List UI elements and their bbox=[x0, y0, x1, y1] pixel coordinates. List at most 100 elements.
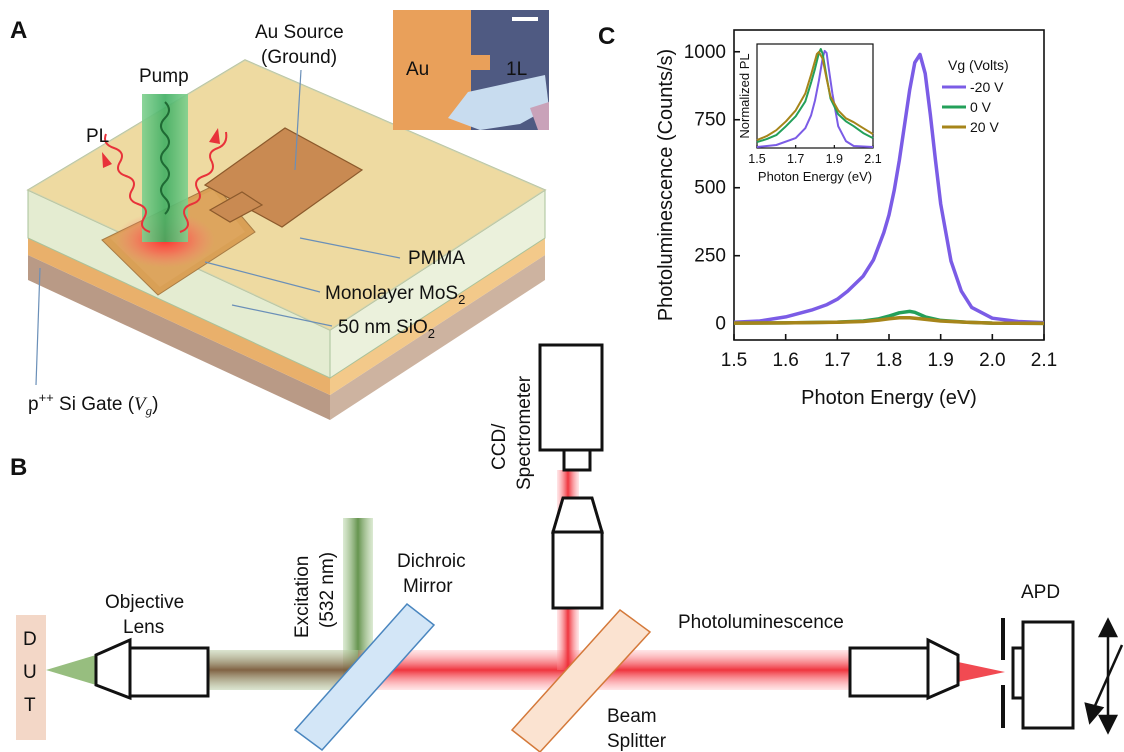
micrograph-inset: Au 1L bbox=[393, 10, 549, 130]
ccd-label-2: Spectrometer bbox=[514, 375, 535, 490]
apd-detector bbox=[1001, 618, 1075, 730]
legend-entry: -20 V bbox=[970, 79, 1004, 95]
objective-lens-body bbox=[128, 646, 210, 698]
main-ylabel: Photoluminescence (Counts/s) bbox=[655, 49, 677, 321]
mos2-label: Monolayer MoS2 bbox=[325, 283, 465, 307]
inset-xtick-label: 1.5 bbox=[748, 152, 765, 166]
panel-b: B D U T Objective Lens Excitation (532 n… bbox=[10, 343, 1124, 752]
ccd-port bbox=[562, 448, 592, 472]
objective-lens bbox=[94, 637, 210, 701]
pl-beam-to-apd bbox=[958, 662, 1005, 682]
inset-ylabel: Normalized PL bbox=[737, 53, 752, 138]
main-xtick-label: 2.1 bbox=[1031, 350, 1057, 371]
micrograph-au-finger bbox=[471, 55, 490, 70]
si-substrate-right bbox=[330, 255, 545, 420]
inset-xtick-label: 2.1 bbox=[864, 152, 881, 166]
objective-label-1: Objective bbox=[105, 592, 184, 613]
gate-leader bbox=[35, 267, 41, 386]
sio2-leader bbox=[231, 304, 333, 327]
diagonal-arrow-line bbox=[1092, 644, 1124, 709]
focus-cone bbox=[46, 655, 96, 685]
dut-block bbox=[16, 615, 46, 740]
main-series-0 bbox=[733, 52, 1045, 325]
pmma-leader bbox=[299, 237, 401, 259]
pl-label: PL bbox=[86, 126, 109, 147]
dut-letter-u: U bbox=[23, 662, 37, 683]
legend-title: Vg (Volts) bbox=[948, 57, 1009, 73]
micrograph-layer-label: 1L bbox=[506, 59, 527, 80]
beam-splitter-label-2: Splitter bbox=[607, 731, 667, 752]
si-substrate-front bbox=[28, 255, 330, 420]
main-ytick-label: 750 bbox=[694, 110, 726, 131]
dut-letter-d: D bbox=[23, 629, 37, 650]
main-ytick-label: 1000 bbox=[684, 42, 726, 63]
legend-entry: 0 V bbox=[970, 99, 992, 115]
pmma-label: PMMA bbox=[408, 248, 465, 269]
sio2-label: 50 nm SiO2 bbox=[338, 317, 435, 341]
apd-translation-arrows bbox=[1084, 617, 1124, 735]
pump-beam bbox=[142, 94, 188, 242]
main-xlabel: Photon Energy (eV) bbox=[801, 387, 977, 409]
apd-lens-nose bbox=[926, 637, 960, 701]
pl-emission-arrows bbox=[102, 128, 228, 233]
panel-c-label: C bbox=[598, 23, 615, 50]
main-xtick-label: 1.7 bbox=[824, 350, 850, 371]
main-xtick-label: 1.9 bbox=[927, 350, 953, 371]
pl-path-label: Photoluminescence bbox=[678, 612, 844, 633]
mos2-leader bbox=[204, 261, 321, 293]
main-ytick-label: 500 bbox=[694, 178, 726, 199]
micrograph-scale-bar bbox=[512, 17, 538, 21]
inset-xtick-label: 1.7 bbox=[787, 152, 804, 166]
beam-splitter bbox=[510, 608, 652, 752]
main-ytick-label: 250 bbox=[694, 246, 726, 267]
micrograph-flake-edge bbox=[530, 102, 549, 130]
panel-a-label: A bbox=[10, 17, 27, 44]
pump-beam-column bbox=[142, 94, 188, 242]
dichroic-label-2: Mirror bbox=[403, 576, 453, 597]
excitation-label-1: Excitation bbox=[292, 556, 313, 638]
main-xtick-label: 1.6 bbox=[772, 350, 798, 371]
apd-body bbox=[1021, 620, 1075, 730]
main-ytick-label: 0 bbox=[715, 314, 726, 335]
pump-label: Pump bbox=[139, 66, 189, 87]
panel-a: A Pump bbox=[10, 10, 549, 420]
excitation-label-2: (532 nm) bbox=[317, 552, 338, 628]
main-xtick-label: 2.0 bbox=[979, 350, 1005, 371]
main-xtick-label: 1.5 bbox=[721, 350, 747, 371]
ccd-label-1: CCD/ bbox=[489, 423, 510, 470]
dichroic-mirror bbox=[293, 602, 436, 752]
pl-arrow-right-head bbox=[209, 128, 220, 144]
apd-label: APD bbox=[1021, 582, 1060, 603]
sio2-front bbox=[28, 238, 330, 395]
vertical-arrow-down bbox=[1097, 714, 1119, 735]
pl-arrow-left bbox=[104, 133, 151, 233]
gate-label: p++ Si Gate (Vg) bbox=[28, 390, 158, 418]
inset-series-2 bbox=[756, 50, 874, 142]
diagonal-arrow-head bbox=[1084, 702, 1105, 725]
ccd-lens-body bbox=[551, 530, 604, 610]
au-source-finger bbox=[208, 191, 264, 223]
panel-b-label: B bbox=[10, 454, 27, 481]
ccd-spectrometer bbox=[538, 343, 605, 610]
pl-arrow-right bbox=[179, 131, 228, 233]
sio2-right bbox=[330, 238, 545, 395]
legend-entry: 20 V bbox=[970, 119, 999, 135]
micrograph-au-label: Au bbox=[406, 59, 429, 80]
apd-lens-body bbox=[848, 646, 930, 698]
inset-series-1 bbox=[756, 48, 874, 144]
pump-wave bbox=[160, 101, 170, 215]
objective-label-2: Lens bbox=[123, 617, 164, 638]
main-xtick-label: 1.8 bbox=[876, 350, 902, 371]
main-series-2 bbox=[733, 315, 1045, 326]
inset-xlabel: Photon Energy (eV) bbox=[758, 169, 872, 184]
pl-arrow-left-head bbox=[102, 152, 112, 168]
au-source-leader bbox=[294, 69, 302, 171]
au-source-label-2: (Ground) bbox=[261, 47, 337, 68]
dut-letter-t: T bbox=[24, 695, 36, 716]
micrograph-flake bbox=[448, 75, 549, 130]
dichroic-label-1: Dichroic bbox=[397, 551, 466, 572]
inset-xtick-label: 1.9 bbox=[826, 152, 843, 166]
objective-lens-nose bbox=[94, 637, 132, 701]
